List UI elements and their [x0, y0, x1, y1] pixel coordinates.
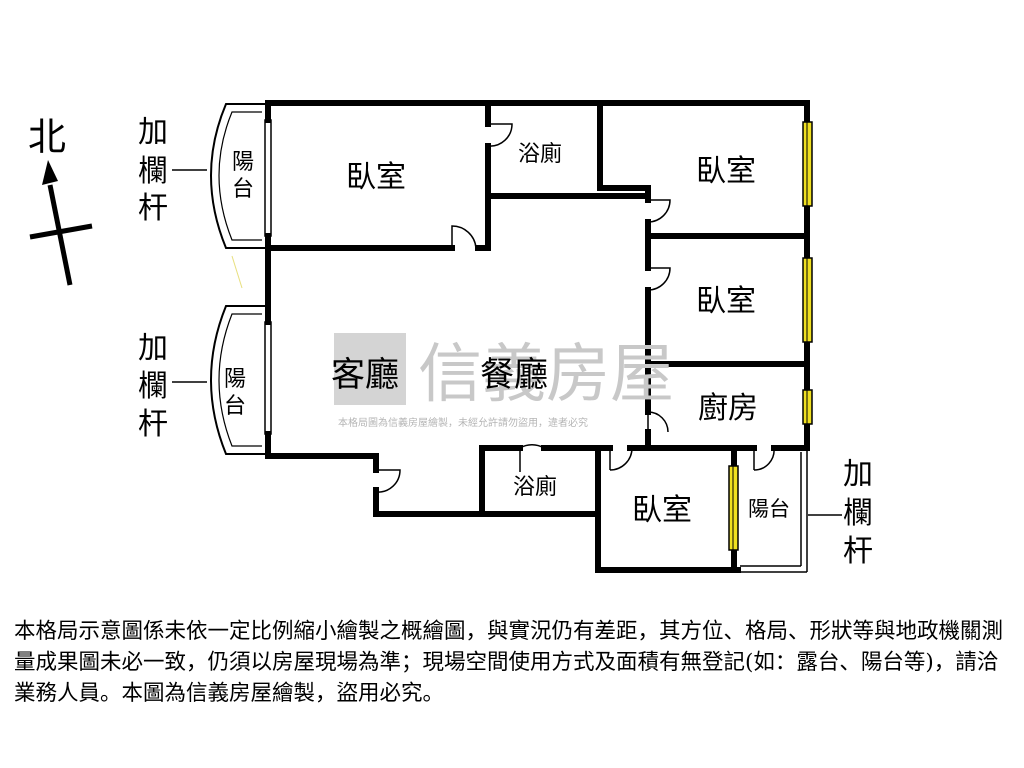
svg-text:杆: 杆	[843, 534, 873, 569]
north-arrow-head	[42, 160, 58, 185]
balcony-lower-left-outline	[210, 305, 268, 455]
bedroom-mid-right-label: 臥室	[696, 284, 756, 319]
svg-text:欄: 欄	[843, 496, 873, 531]
svg-text:加: 加	[843, 457, 873, 492]
bedroom-top-right-label: 臥室	[696, 154, 756, 189]
drafting-mark	[231, 255, 243, 289]
floor-plan: 北 加 欄 杆 加 欄 杆 加 欄 杆	[28, 100, 873, 573]
room-labels: 陽 台 陽 台 臥室 浴廁 臥室 臥室 客廳 餐廳 廚房 浴廁 臥室 陽台	[224, 142, 790, 528]
svg-text:加: 加	[138, 115, 168, 150]
watermark-brand: 信義房屋	[418, 338, 674, 412]
compass-crossbar	[29, 223, 93, 240]
watermark-notice: 本格局圖為信義房屋繪製，未經允許請勿盜用，違者必究	[338, 416, 588, 429]
railing-label-right: 加 欄 杆	[808, 457, 873, 569]
svg-text:欄: 欄	[138, 369, 168, 404]
balcony-lower-left-char1: 陽	[224, 367, 246, 392]
bedroom-bottom-label: 臥室	[632, 493, 692, 528]
north-arrow-shaft	[47, 184, 73, 286]
door-swings	[375, 123, 775, 493]
svg-text:杆: 杆	[138, 407, 168, 442]
bathroom-top-label: 浴廁	[518, 142, 562, 167]
balcony-bottom-right-label: 陽台	[748, 497, 790, 521]
railing-label-lower: 加 欄 杆	[138, 331, 207, 442]
bedroom-top-left-label: 臥室	[346, 160, 406, 195]
svg-text:杆: 杆	[138, 191, 168, 226]
bathroom-bottom-label: 浴廁	[513, 475, 557, 500]
north-label: 北	[28, 115, 66, 159]
balcony-bottom-right-outline	[738, 448, 808, 573]
walls	[265, 100, 810, 573]
watermark: 信義房屋 本格局圖為信義房屋繪製，未經允許請勿盜用，違者必究	[334, 333, 674, 429]
compass: 北	[28, 115, 93, 286]
living-room-label: 客廳	[331, 355, 399, 395]
dining-room-label: 餐廳	[480, 355, 548, 395]
watermark-logo	[334, 333, 406, 405]
disclaimer-text: 本格局示意圖係未依一定比例縮小繪製之概繪圖，與實況仍有差距，其方位、格局、形狀等…	[14, 619, 1004, 706]
kitchen-label: 廚房	[698, 391, 758, 426]
svg-text:加: 加	[138, 331, 168, 366]
balcony-upper-left-outline	[210, 103, 268, 249]
balcony-lower-left-char2: 台	[224, 394, 246, 419]
balcony-upper-left-char2: 台	[232, 177, 254, 202]
balcony-upper-left-char1: 陽	[232, 150, 254, 175]
svg-text:欄: 欄	[138, 154, 168, 189]
railing-label-upper: 加 欄 杆	[138, 115, 207, 226]
window-mullions	[732, 122, 808, 550]
